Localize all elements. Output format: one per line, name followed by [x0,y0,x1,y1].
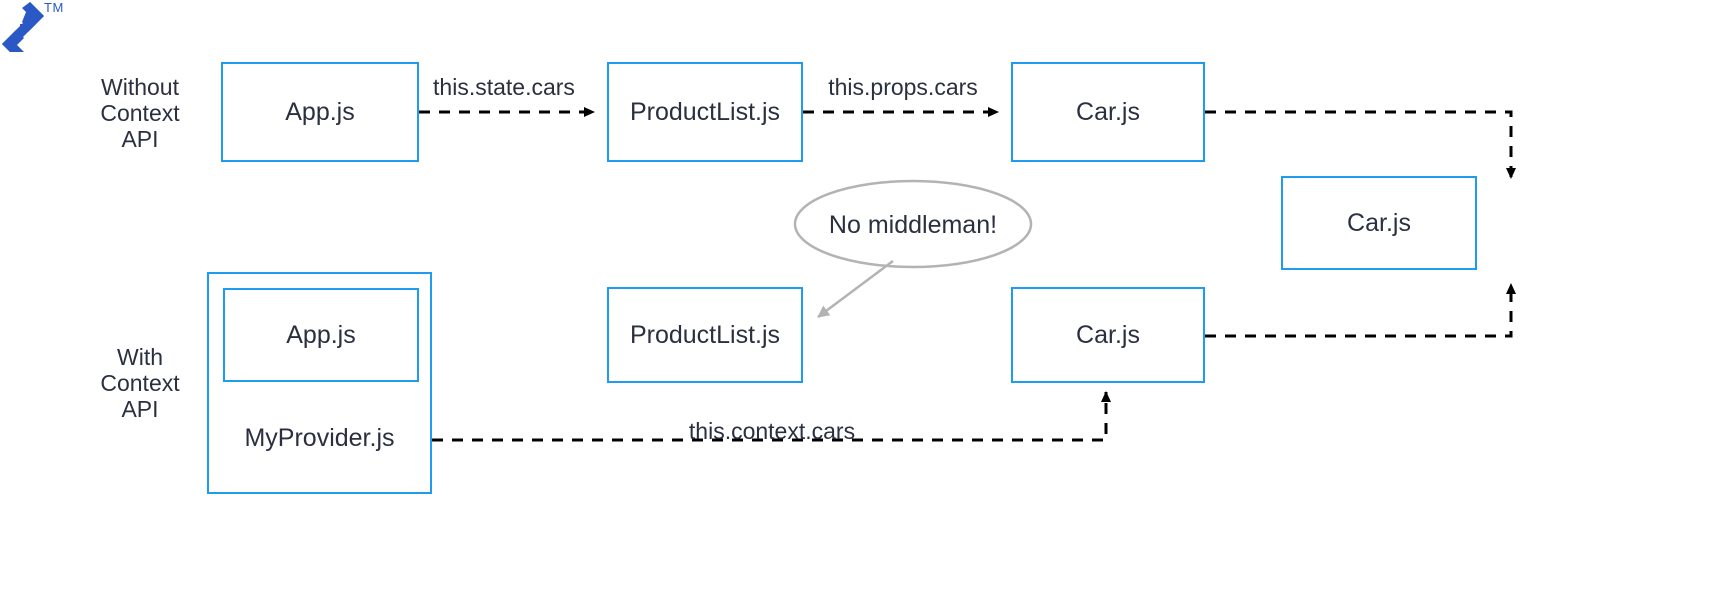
node-app-js-top[interactable]: App.js [221,62,419,162]
node-label: Car.js [1076,320,1140,349]
callout-label: No middleman! [828,211,998,239]
trademark-symbol: TM [44,0,64,15]
node-myprovider-js[interactable]: App.js MyProvider.js [207,272,432,494]
node-car-js-right[interactable]: Car.js [1281,176,1477,270]
node-car-js-bottom[interactable]: Car.js [1011,287,1205,383]
node-car-js-top[interactable]: Car.js [1011,62,1205,162]
edge-carbottom-to-carright [1205,283,1516,338]
node-label: App.js [285,97,355,126]
callout-ellipse [793,179,1033,269]
lucid-logo-icon [2,2,44,52]
node-app-js-bottom[interactable]: App.js [223,288,419,382]
node-label: ProductList.js [629,97,781,126]
node-label: ProductList.js [629,320,781,349]
node-label: App.js [286,320,356,349]
edge-label-context-cars: this.context.cars [688,418,856,444]
edge-provider-to-car [432,391,1111,442]
node-productlist-js-bottom[interactable]: ProductList.js [607,287,803,383]
edge-label-props-cars: this.props.cars [828,74,978,100]
node-productlist-js-top[interactable]: ProductList.js [607,62,803,162]
lucid-logo [0,0,70,56]
node-label: Car.js [1347,208,1411,237]
section-label-with-context: With Context API [100,344,180,422]
section-label-without-context: Without Context API [100,74,180,152]
callout-pointer [817,259,894,319]
edge-label-state-cars: this.state.cars [433,74,575,100]
node-label: Car.js [1076,97,1140,126]
edge-cartop-to-carright [1205,110,1516,179]
node-label-myprovider: MyProvider.js [244,424,395,452]
